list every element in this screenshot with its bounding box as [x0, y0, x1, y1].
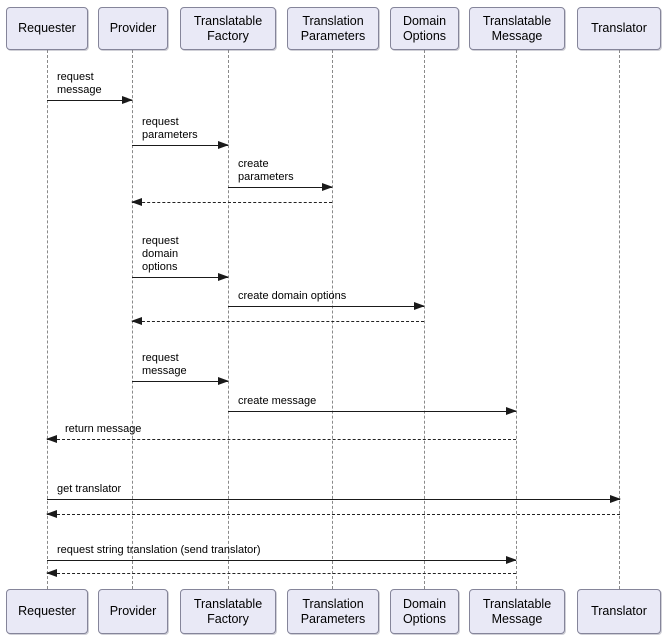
participant-provider-bottom: Provider — [98, 589, 168, 634]
participant-label: Translator — [591, 21, 647, 35]
arrowhead-right-icon — [506, 407, 517, 415]
message-label: request domain options — [142, 235, 179, 273]
participant-label: Requester — [18, 21, 76, 35]
message-line — [132, 202, 332, 203]
participant-translation-parameters-bottom: Translation Parameters — [287, 589, 379, 634]
message-line — [228, 411, 516, 412]
message-label: request parameters — [142, 116, 198, 141]
message-line — [228, 187, 332, 188]
participant-provider-top: Provider — [98, 7, 168, 50]
lifeline-translatable-factory — [228, 50, 229, 589]
participant-label: Translation Parameters — [300, 13, 366, 43]
message-line — [47, 514, 620, 515]
arrowhead-left-icon — [46, 510, 57, 518]
participant-domain-options-bottom: Domain Options — [390, 589, 459, 634]
participant-label: Domain Options — [402, 596, 447, 626]
participant-requester-bottom: Requester — [6, 589, 88, 634]
arrowhead-left-icon — [131, 317, 142, 325]
participant-translator-top: Translator — [577, 7, 661, 50]
arrowhead-right-icon — [322, 183, 333, 191]
message-label: request message — [142, 352, 187, 377]
message-label: return message — [65, 423, 142, 435]
message-line — [132, 145, 228, 146]
message-line — [47, 439, 516, 440]
participant-translatable-factory-bottom: Translatable Factory — [180, 589, 276, 634]
message-line — [47, 100, 132, 101]
participant-label: Translator — [591, 604, 647, 618]
participant-label: Domain Options — [402, 13, 447, 43]
lifeline-translatable-message — [516, 50, 517, 589]
message-label: get translator — [57, 483, 122, 495]
arrowhead-right-icon — [218, 141, 229, 149]
message-line — [47, 560, 516, 561]
arrowhead-right-icon — [414, 302, 425, 310]
lifeline-domain-options — [424, 50, 425, 589]
arrowhead-right-icon — [218, 377, 229, 385]
participant-translatable-factory-top: Translatable Factory — [180, 7, 276, 50]
lifeline-requester — [47, 50, 48, 589]
arrowhead-right-icon — [122, 96, 133, 104]
message-line — [132, 381, 228, 382]
participant-label: Translatable Factory — [193, 596, 263, 626]
message-line — [132, 321, 424, 322]
participant-label: Requester — [18, 604, 76, 618]
arrowhead-right-icon — [506, 556, 517, 564]
participant-label: Translatable Factory — [193, 13, 263, 43]
participant-label: Translatable Message — [482, 13, 552, 43]
arrowhead-left-icon — [46, 569, 57, 577]
participant-translatable-message-top: Translatable Message — [469, 7, 565, 50]
arrowhead-right-icon — [218, 273, 229, 281]
participant-label: Provider — [109, 604, 157, 618]
message-label: create domain options — [238, 290, 347, 302]
message-label: request message — [57, 71, 102, 96]
message-line — [47, 573, 516, 574]
participant-requester-top: Requester — [6, 7, 88, 50]
participant-translatable-message-bottom: Translatable Message — [469, 589, 565, 634]
arrowhead-left-icon — [131, 198, 142, 206]
participant-label: Translatable Message — [482, 596, 552, 626]
message-line — [47, 499, 620, 500]
participant-translator-bottom: Translator — [577, 589, 661, 634]
message-line — [228, 306, 424, 307]
lifeline-translator — [619, 50, 620, 589]
participant-label: Provider — [109, 21, 157, 35]
arrowhead-left-icon — [46, 435, 57, 443]
arrowhead-right-icon — [610, 495, 621, 503]
participant-domain-options-top: Domain Options — [390, 7, 459, 50]
message-label: create parameters — [238, 158, 294, 183]
participant-translation-parameters-top: Translation Parameters — [287, 7, 379, 50]
message-label: create message — [238, 395, 317, 407]
message-label: request string translation (send transla… — [57, 544, 261, 556]
participant-label: Translation Parameters — [300, 596, 366, 626]
message-line — [132, 277, 228, 278]
lifeline-translation-parameters — [332, 50, 333, 589]
